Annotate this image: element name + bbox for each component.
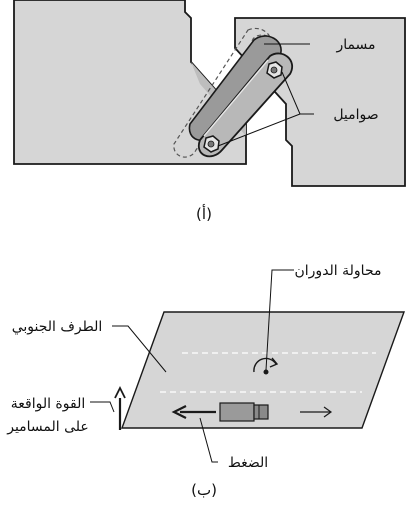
pin-force-label-line2: على المسامير: [6, 419, 89, 435]
truck-icon: [219, 402, 269, 422]
upper-nut-icon: [266, 61, 283, 79]
motion-arrow-icon: [300, 406, 333, 418]
pin-label: مسمار: [335, 37, 375, 53]
pin-force-leader: [90, 401, 115, 413]
pin-force-arrow-icon: [114, 385, 126, 430]
lower-nut-icon: [203, 135, 220, 153]
figure-b-caption: (ب): [191, 481, 217, 499]
front-link: [197, 52, 293, 158]
bridge-deck: [121, 311, 405, 429]
rotation-leader: [265, 269, 294, 371]
compression-leader: [199, 417, 218, 463]
nuts-leader-lower: [217, 113, 301, 147]
rotation-attempt-label: محاولة الدوران: [295, 263, 382, 279]
south-end-label: الطرف الجنوبي: [12, 319, 103, 335]
rotation-arrow-icon: [253, 357, 279, 375]
south-end-leader: [112, 325, 167, 373]
figure-a: مسمار صواميل (أ): [13, 0, 406, 223]
nuts-label: صواميل: [333, 107, 378, 123]
compression-label: الضغط: [228, 455, 268, 471]
figure-a-caption: (أ): [196, 204, 212, 223]
pin-force-label-line1: القوة الواقعة: [11, 396, 85, 412]
figure-b: محاولة الدوران الطرف الجنوبي القوة الواق…: [6, 263, 405, 499]
compression-arrow-icon: [171, 405, 216, 419]
